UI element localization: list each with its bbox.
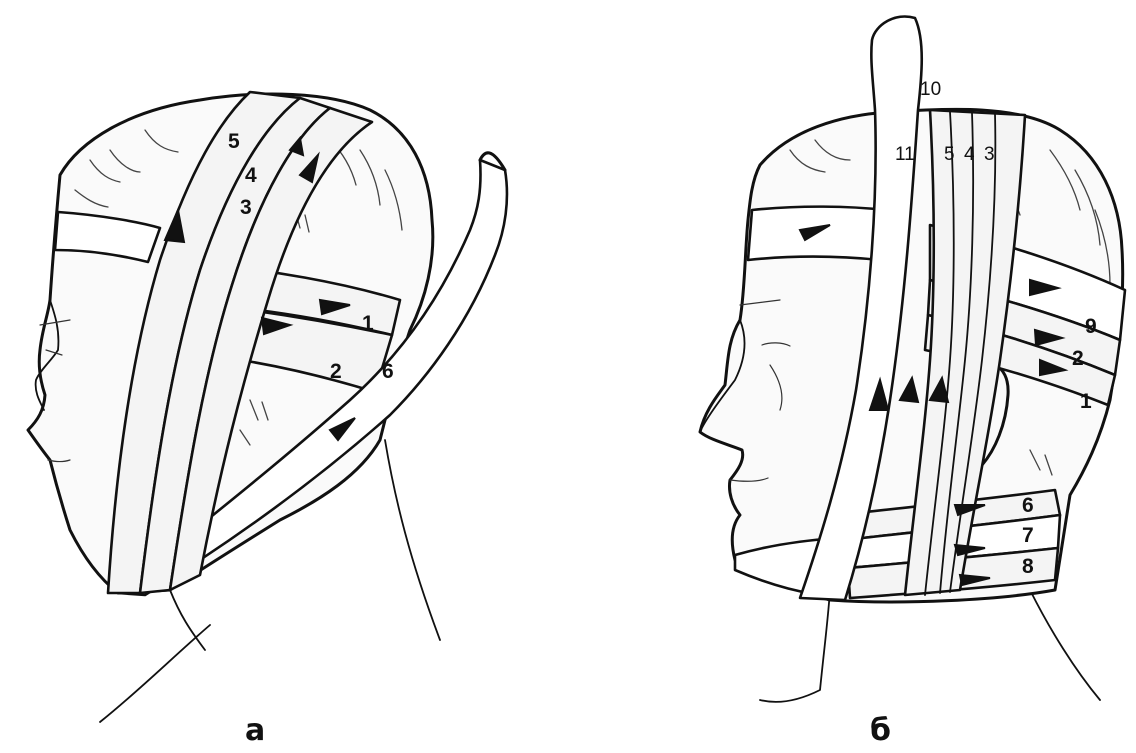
- shoulder-line: [100, 625, 210, 722]
- neck-back-line-b: [1030, 590, 1100, 700]
- label-10-b: 10: [920, 79, 941, 100]
- label-2-b: 2: [1072, 347, 1084, 370]
- label-4-b: 4: [964, 144, 975, 165]
- label-6-b: 6: [1022, 494, 1034, 517]
- label-8-b: 8: [1022, 555, 1034, 578]
- label-3-a: 3: [240, 196, 252, 219]
- label-5-b: 5: [944, 144, 955, 165]
- caption-b: б: [870, 713, 891, 748]
- label-5-a: 5: [228, 130, 240, 153]
- label-1-b: 1: [1080, 390, 1092, 413]
- panel-b: 10 11 5 4 3 9 2 1 6 7 8 б: [700, 17, 1125, 748]
- label-1-a: 1: [362, 312, 374, 335]
- panel-a: 5 4 3 1 2 6 а: [28, 92, 507, 748]
- label-7-b: 7: [1022, 524, 1034, 547]
- label-11-b: 11: [895, 144, 915, 165]
- label-9-b: 9: [1085, 315, 1097, 338]
- neck-back-line: [385, 440, 440, 640]
- label-3-b: 3: [984, 144, 995, 165]
- label-6-a: 6: [382, 360, 394, 383]
- neck-front-line-b: [760, 590, 830, 702]
- caption-a: а: [245, 713, 265, 748]
- neck-front-line: [170, 590, 205, 650]
- label-4-a: 4: [245, 164, 257, 187]
- label-2-a: 2: [330, 360, 342, 383]
